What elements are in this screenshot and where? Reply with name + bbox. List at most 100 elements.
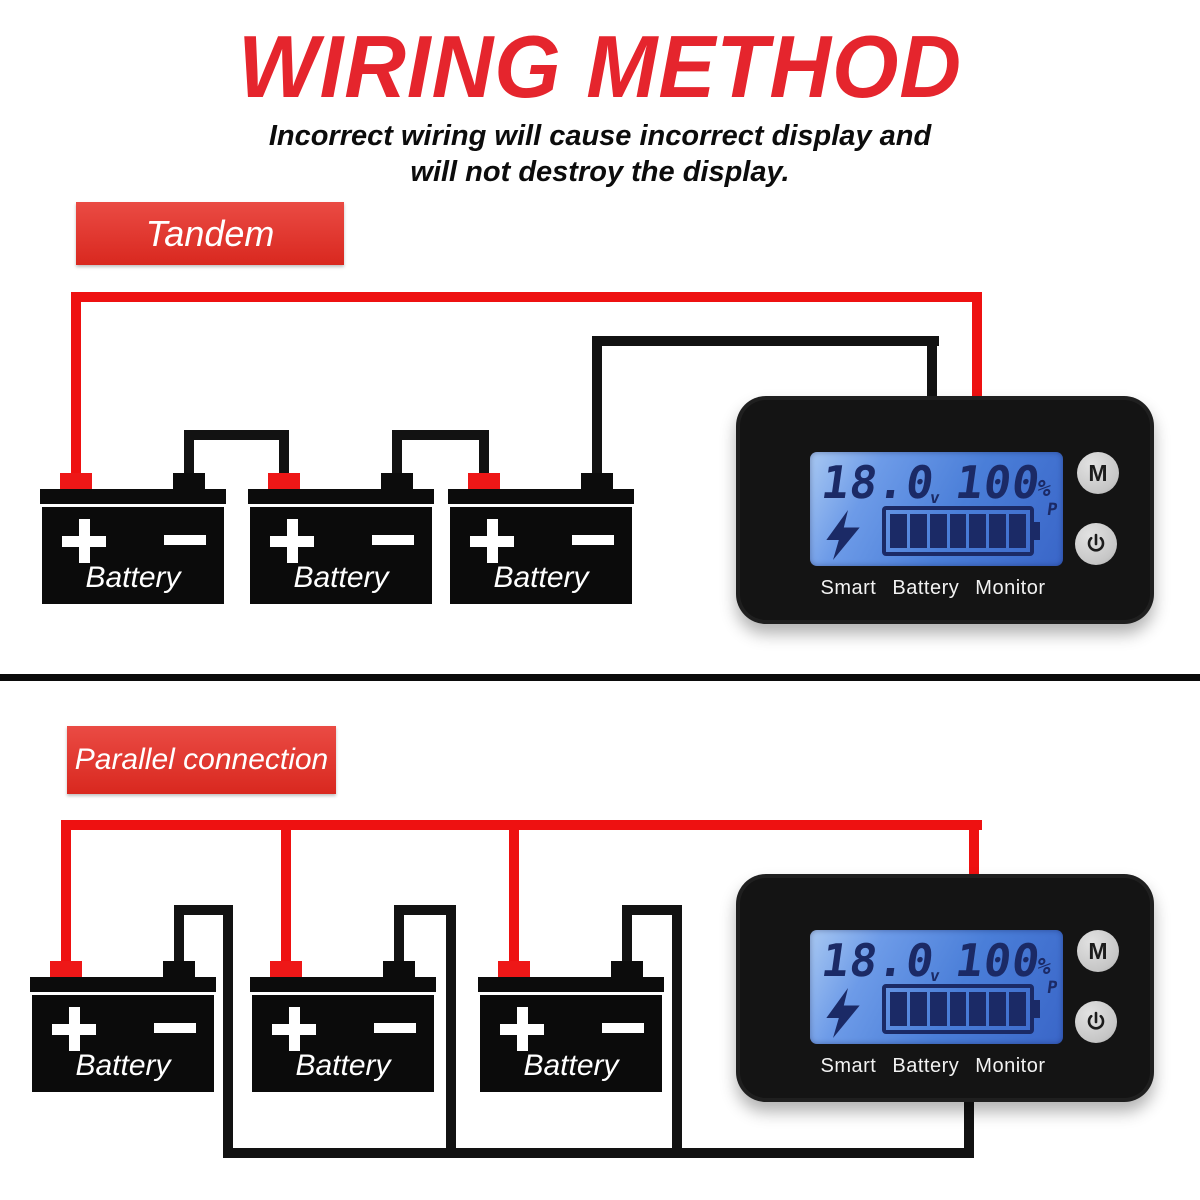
- tandem-red-wire-vertical-left: [71, 292, 81, 477]
- parallel-battery-3: Battery: [478, 961, 664, 1092]
- monitor-title: Smart Battery Monitor: [820, 577, 1046, 599]
- page-subtitle: Incorrect wiring will cause incorrect di…: [0, 118, 1200, 190]
- tandem-black-wire-vertical-left: [592, 336, 602, 477]
- negative-terminal: [581, 473, 613, 490]
- plus-symbol: [470, 519, 514, 563]
- battery-label: Battery: [75, 1049, 171, 1082]
- tandem-red-wire-horizontal: [71, 292, 982, 302]
- percent-unit: %: [1035, 476, 1053, 502]
- parallel-black-down-3: [672, 905, 682, 1158]
- parallel-black-up-1: [174, 905, 184, 965]
- tandem-section-label: Tandem: [76, 202, 344, 265]
- power-button[interactable]: [1075, 523, 1117, 565]
- page-title: WIRING METHOD: [238, 17, 962, 116]
- battery-body: Battery: [252, 995, 434, 1092]
- negative-terminal: [611, 961, 643, 978]
- voltage-unit: v: [928, 488, 942, 507]
- battery-lid: [478, 977, 664, 992]
- positive-terminal: [468, 473, 500, 490]
- parallel-battery-1: Battery: [30, 961, 216, 1092]
- percent-value: 100: [952, 456, 1045, 509]
- minus-symbol: [374, 1023, 416, 1033]
- plus-symbol: [500, 1007, 544, 1051]
- positive-terminal: [498, 961, 530, 978]
- positive-terminal: [270, 961, 302, 978]
- percent-value: 100: [952, 934, 1045, 987]
- mode-button-label: M: [1088, 937, 1108, 964]
- lightning-icon: [826, 988, 860, 1038]
- parallel-red-bus: [61, 820, 982, 830]
- plus-symbol: [52, 1007, 96, 1051]
- battery-body: Battery: [450, 507, 632, 604]
- parallel-black-up-monitor: [964, 1085, 974, 1158]
- section-divider: [0, 674, 1200, 681]
- parallel-black-over-2: [394, 905, 456, 915]
- parallel-red-drop-3: [509, 820, 519, 966]
- gauge-p-label: P: [1045, 978, 1059, 998]
- negative-terminal: [381, 473, 413, 490]
- battery-label: Battery: [493, 561, 589, 594]
- mode-button[interactable]: M: [1077, 930, 1119, 972]
- mode-button-label: M: [1088, 459, 1108, 486]
- lcd-screen: 18.0 v 100 % P: [810, 930, 1063, 1044]
- parallel-red-drop-monitor: [969, 820, 979, 890]
- positive-terminal: [50, 961, 82, 978]
- mode-button[interactable]: M: [1077, 452, 1119, 494]
- voltage-value: 18.0: [818, 456, 939, 509]
- parallel-red-drop-1: [61, 820, 71, 966]
- parallel-section-label: Parallel connection: [67, 726, 336, 794]
- plus-symbol: [62, 519, 106, 563]
- voltage-value: 18.0: [818, 934, 939, 987]
- tandem-battery-3: Battery: [448, 473, 634, 604]
- battery-gauge: [882, 506, 1040, 556]
- power-button[interactable]: [1075, 1001, 1117, 1043]
- tandem-jumper1-left-leg: [184, 430, 194, 477]
- gauge-p-label: P: [1045, 500, 1059, 520]
- tandem-battery-monitor: 18.0 v 100 % P Smart Battery Monitor M: [736, 396, 1154, 624]
- parallel-black-down-2: [446, 905, 456, 1158]
- lightning-icon: [826, 510, 860, 560]
- battery-label: Battery: [295, 1049, 391, 1082]
- lcd-screen: 18.0 v 100 % P: [810, 452, 1063, 566]
- voltage-unit: v: [928, 966, 942, 985]
- tandem-jumper1-right-leg: [279, 430, 289, 477]
- tandem-jumper2-right-leg: [479, 430, 489, 477]
- battery-lid: [248, 489, 434, 504]
- battery-lid: [250, 977, 436, 992]
- parallel-red-drop-2: [281, 820, 291, 966]
- battery-lid: [30, 977, 216, 992]
- parallel-black-down-1: [223, 905, 233, 1158]
- minus-symbol: [572, 535, 614, 545]
- battery-body: Battery: [480, 995, 662, 1092]
- battery-body: Battery: [250, 507, 432, 604]
- power-icon: [1087, 1011, 1105, 1030]
- tandem-jumper2-bar: [392, 430, 489, 440]
- subtitle-line-2: will not destroy the display.: [410, 156, 790, 188]
- tandem-battery-2: Battery: [248, 473, 434, 604]
- parallel-black-up-2: [394, 905, 404, 965]
- tandem-red-wire-vertical-right: [972, 292, 982, 404]
- tandem-jumper2-left-leg: [392, 430, 402, 477]
- plus-symbol: [270, 519, 314, 563]
- monitor-title: Smart Battery Monitor: [820, 1055, 1046, 1077]
- battery-body: Battery: [32, 995, 214, 1092]
- minus-symbol: [154, 1023, 196, 1033]
- minus-symbol: [164, 535, 206, 545]
- parallel-battery-monitor: 18.0 v 100 % P Smart Battery Monitor M: [736, 874, 1154, 1102]
- battery-gauge: [882, 984, 1040, 1034]
- battery-label: Battery: [293, 561, 389, 594]
- power-icon: [1087, 533, 1105, 552]
- tandem-jumper1-bar: [184, 430, 289, 440]
- plus-symbol: [272, 1007, 316, 1051]
- negative-terminal: [163, 961, 195, 978]
- tandem-black-wire-horizontal: [592, 336, 939, 346]
- battery-label: Battery: [523, 1049, 619, 1082]
- battery-lid: [448, 489, 634, 504]
- percent-unit: %: [1035, 954, 1053, 980]
- parallel-black-up-3: [622, 905, 632, 965]
- parallel-black-bus: [223, 1148, 974, 1158]
- minus-symbol: [602, 1023, 644, 1033]
- positive-terminal: [268, 473, 300, 490]
- tandem-black-wire-vertical-right: [927, 336, 937, 406]
